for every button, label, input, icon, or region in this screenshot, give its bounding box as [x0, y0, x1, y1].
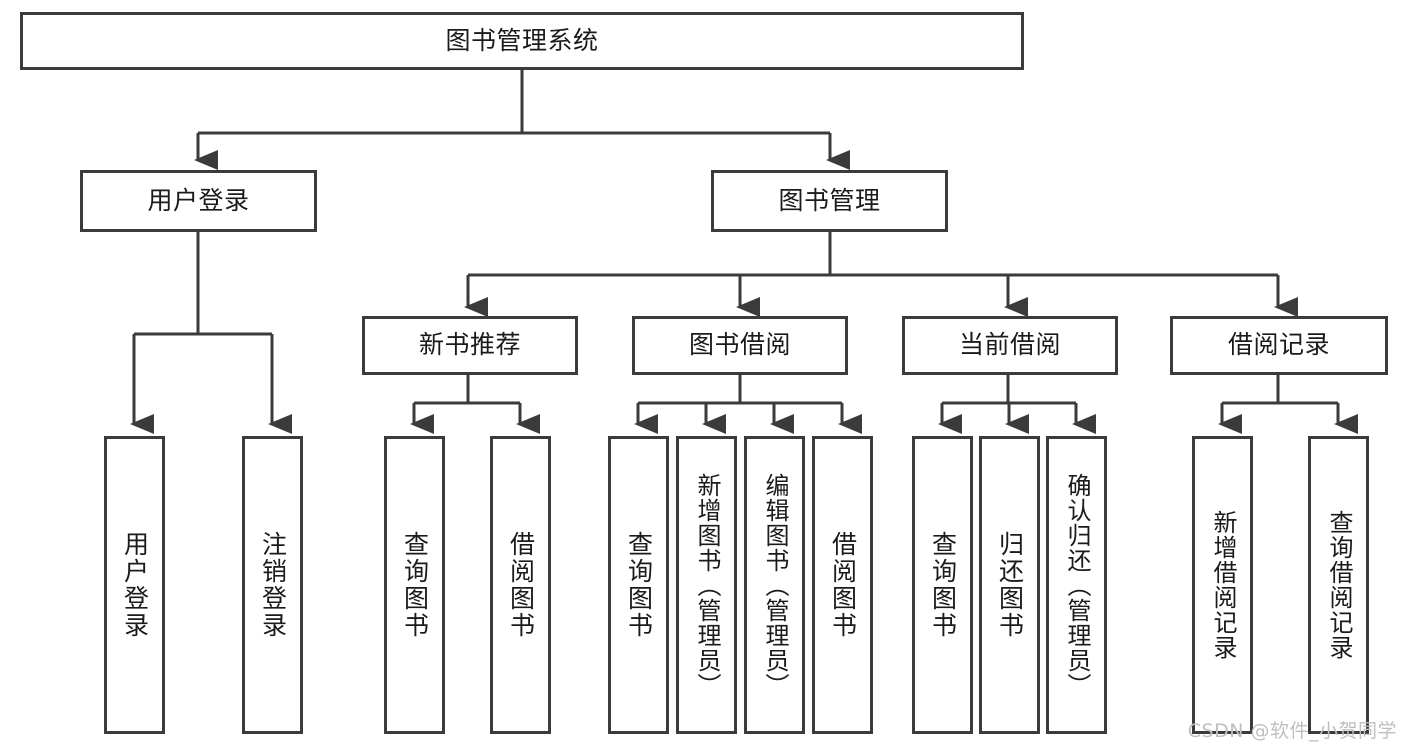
node-user-login[interactable]: 用户登录: [80, 170, 317, 232]
leaf-book-borrow-add-book-admin[interactable]: 新增图书（管理员）: [676, 436, 737, 734]
leaf-label: 新增图书（管理员）: [692, 472, 721, 698]
node-borrow-record[interactable]: 借阅记录: [1170, 316, 1388, 375]
leaf-user-login-login[interactable]: 用户登录: [104, 436, 165, 734]
node-label: 图书借阅: [688, 330, 791, 360]
leaf-label: 借阅图书: [828, 531, 858, 639]
leaf-current-borrow-confirm-return-admin[interactable]: 确认归还（管理员）: [1046, 436, 1107, 734]
leaf-current-borrow-return-book[interactable]: 归还图书: [979, 436, 1040, 734]
leaf-label: 查询借阅记录: [1324, 510, 1353, 660]
node-label: 新书推荐: [418, 330, 521, 360]
leaf-new-book-query-book[interactable]: 查询图书: [384, 436, 445, 734]
leaf-label: 用户登录: [120, 531, 150, 639]
leaf-book-borrow-query-book[interactable]: 查询图书: [608, 436, 669, 734]
leaf-borrow-record-query-record[interactable]: 查询借阅记录: [1308, 436, 1369, 734]
node-label: 用户登录: [147, 185, 250, 215]
node-label: 借阅记录: [1227, 330, 1330, 360]
node-root-book-management-system[interactable]: 图书管理系统: [20, 12, 1024, 70]
leaf-label: 新增借阅记录: [1208, 510, 1237, 660]
leaf-label: 归还图书: [995, 531, 1025, 639]
leaf-label: 确认归还（管理员）: [1062, 472, 1091, 698]
node-label: 图书管理: [778, 185, 881, 215]
leaf-current-borrow-query-book[interactable]: 查询图书: [912, 436, 973, 734]
leaf-book-borrow-edit-book-admin[interactable]: 编辑图书（管理员）: [744, 436, 805, 734]
node-label: 图书管理系统: [445, 25, 599, 55]
node-book-borrow[interactable]: 图书借阅: [632, 316, 848, 375]
leaf-borrow-record-add-record[interactable]: 新增借阅记录: [1192, 436, 1253, 734]
leaf-label: 注销登录: [258, 531, 288, 639]
node-book-management[interactable]: 图书管理: [711, 170, 948, 232]
leaf-new-book-borrow-book[interactable]: 借阅图书: [490, 436, 551, 734]
node-label: 当前借阅: [958, 330, 1061, 360]
leaf-label: 查询图书: [928, 531, 958, 639]
leaf-label: 借阅图书: [506, 531, 536, 639]
leaf-label: 编辑图书（管理员）: [760, 472, 789, 698]
leaf-label: 查询图书: [400, 531, 430, 639]
node-new-book-recommend[interactable]: 新书推荐: [362, 316, 578, 375]
leaf-book-borrow-borrow-book[interactable]: 借阅图书: [812, 436, 873, 734]
leaf-label: 查询图书: [624, 531, 654, 639]
leaf-user-login-logout[interactable]: 注销登录: [242, 436, 303, 734]
node-current-borrow[interactable]: 当前借阅: [902, 316, 1118, 375]
